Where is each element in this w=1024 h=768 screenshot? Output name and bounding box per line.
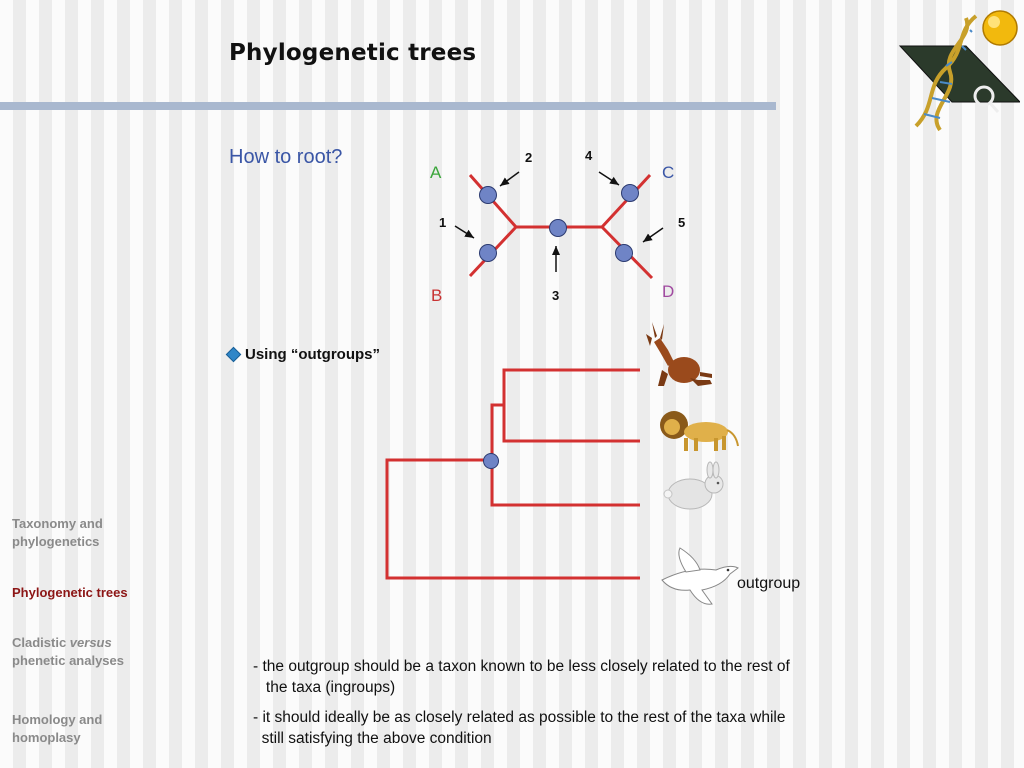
arrow-5 — [642, 227, 664, 243]
nav-item-taxonomy[interactable]: Taxonomy and phylogenetics — [12, 515, 172, 551]
bullet-text: Using “outgroups” — [245, 346, 380, 363]
title-underline-bar — [0, 102, 776, 110]
taxon-label-a: A — [430, 163, 442, 182]
note-outgroup-closely-related: - it should ideally be as closely relate… — [253, 709, 786, 747]
dna-helix-logo-icon — [898, 10, 1020, 132]
note-outgroup-less-related: - the outgroup should be a taxon known t… — [253, 658, 790, 696]
root-node-2 — [479, 186, 497, 204]
nav-item-label-line2: phylogenetics — [12, 534, 100, 549]
nav-item-label-line2: phenetic analyses — [12, 653, 124, 668]
arrow-1 — [454, 225, 475, 239]
page-title: Phylogenetic trees — [229, 40, 477, 66]
nav-item-label-line1: Homology and — [12, 712, 103, 727]
taxon-label-d: D — [662, 282, 674, 301]
nav-item-label-line1: Cladistic — [12, 635, 70, 650]
outgroup-root-node — [483, 453, 499, 469]
nav-item-label-line2: homoplasy — [12, 730, 81, 745]
position-label-2: 2 — [525, 150, 532, 165]
root-node-5 — [615, 244, 633, 262]
unrooted-tree-branches — [468, 173, 654, 280]
arrow-2 — [499, 171, 520, 187]
nav-item-label-line1: Phylogenetic trees — [12, 585, 128, 600]
taxon-label-c: C — [662, 163, 674, 182]
nav-item-phylogenetic-trees[interactable]: Phylogenetic trees — [12, 584, 172, 602]
outgroup-label: outgroup — [737, 575, 800, 592]
nav-item-label-line1: Taxonomy and — [12, 516, 103, 531]
position-label-4: 4 — [585, 148, 593, 163]
arrow-4 — [598, 171, 620, 186]
root-node-3 — [549, 219, 567, 237]
lion-icon — [660, 411, 739, 451]
bullet-outgroups: Using “outgroups” — [225, 346, 380, 363]
rabbit-icon — [663, 461, 724, 510]
donkey-icon — [646, 322, 712, 386]
nav-item-label-emphasis: versus — [69, 635, 112, 650]
root-node-4 — [621, 184, 639, 202]
dove-icon — [661, 547, 739, 605]
position-label-5: 5 — [678, 215, 685, 230]
position-label-3: 3 — [552, 288, 559, 303]
root-node-1 — [479, 244, 497, 262]
rooted-tree-branches — [385, 368, 640, 580]
position-label-1: 1 — [439, 215, 446, 230]
subtitle-how-to-root: How to root? — [229, 146, 343, 168]
nav-item-cladistic-vs-phenetic[interactable]: Cladistic versus phenetic analyses — [12, 634, 172, 670]
nav-item-homology[interactable]: Homology and homoplasy — [12, 711, 172, 747]
diamond-bullet-icon — [225, 346, 242, 363]
taxon-label-b: B — [431, 286, 442, 305]
